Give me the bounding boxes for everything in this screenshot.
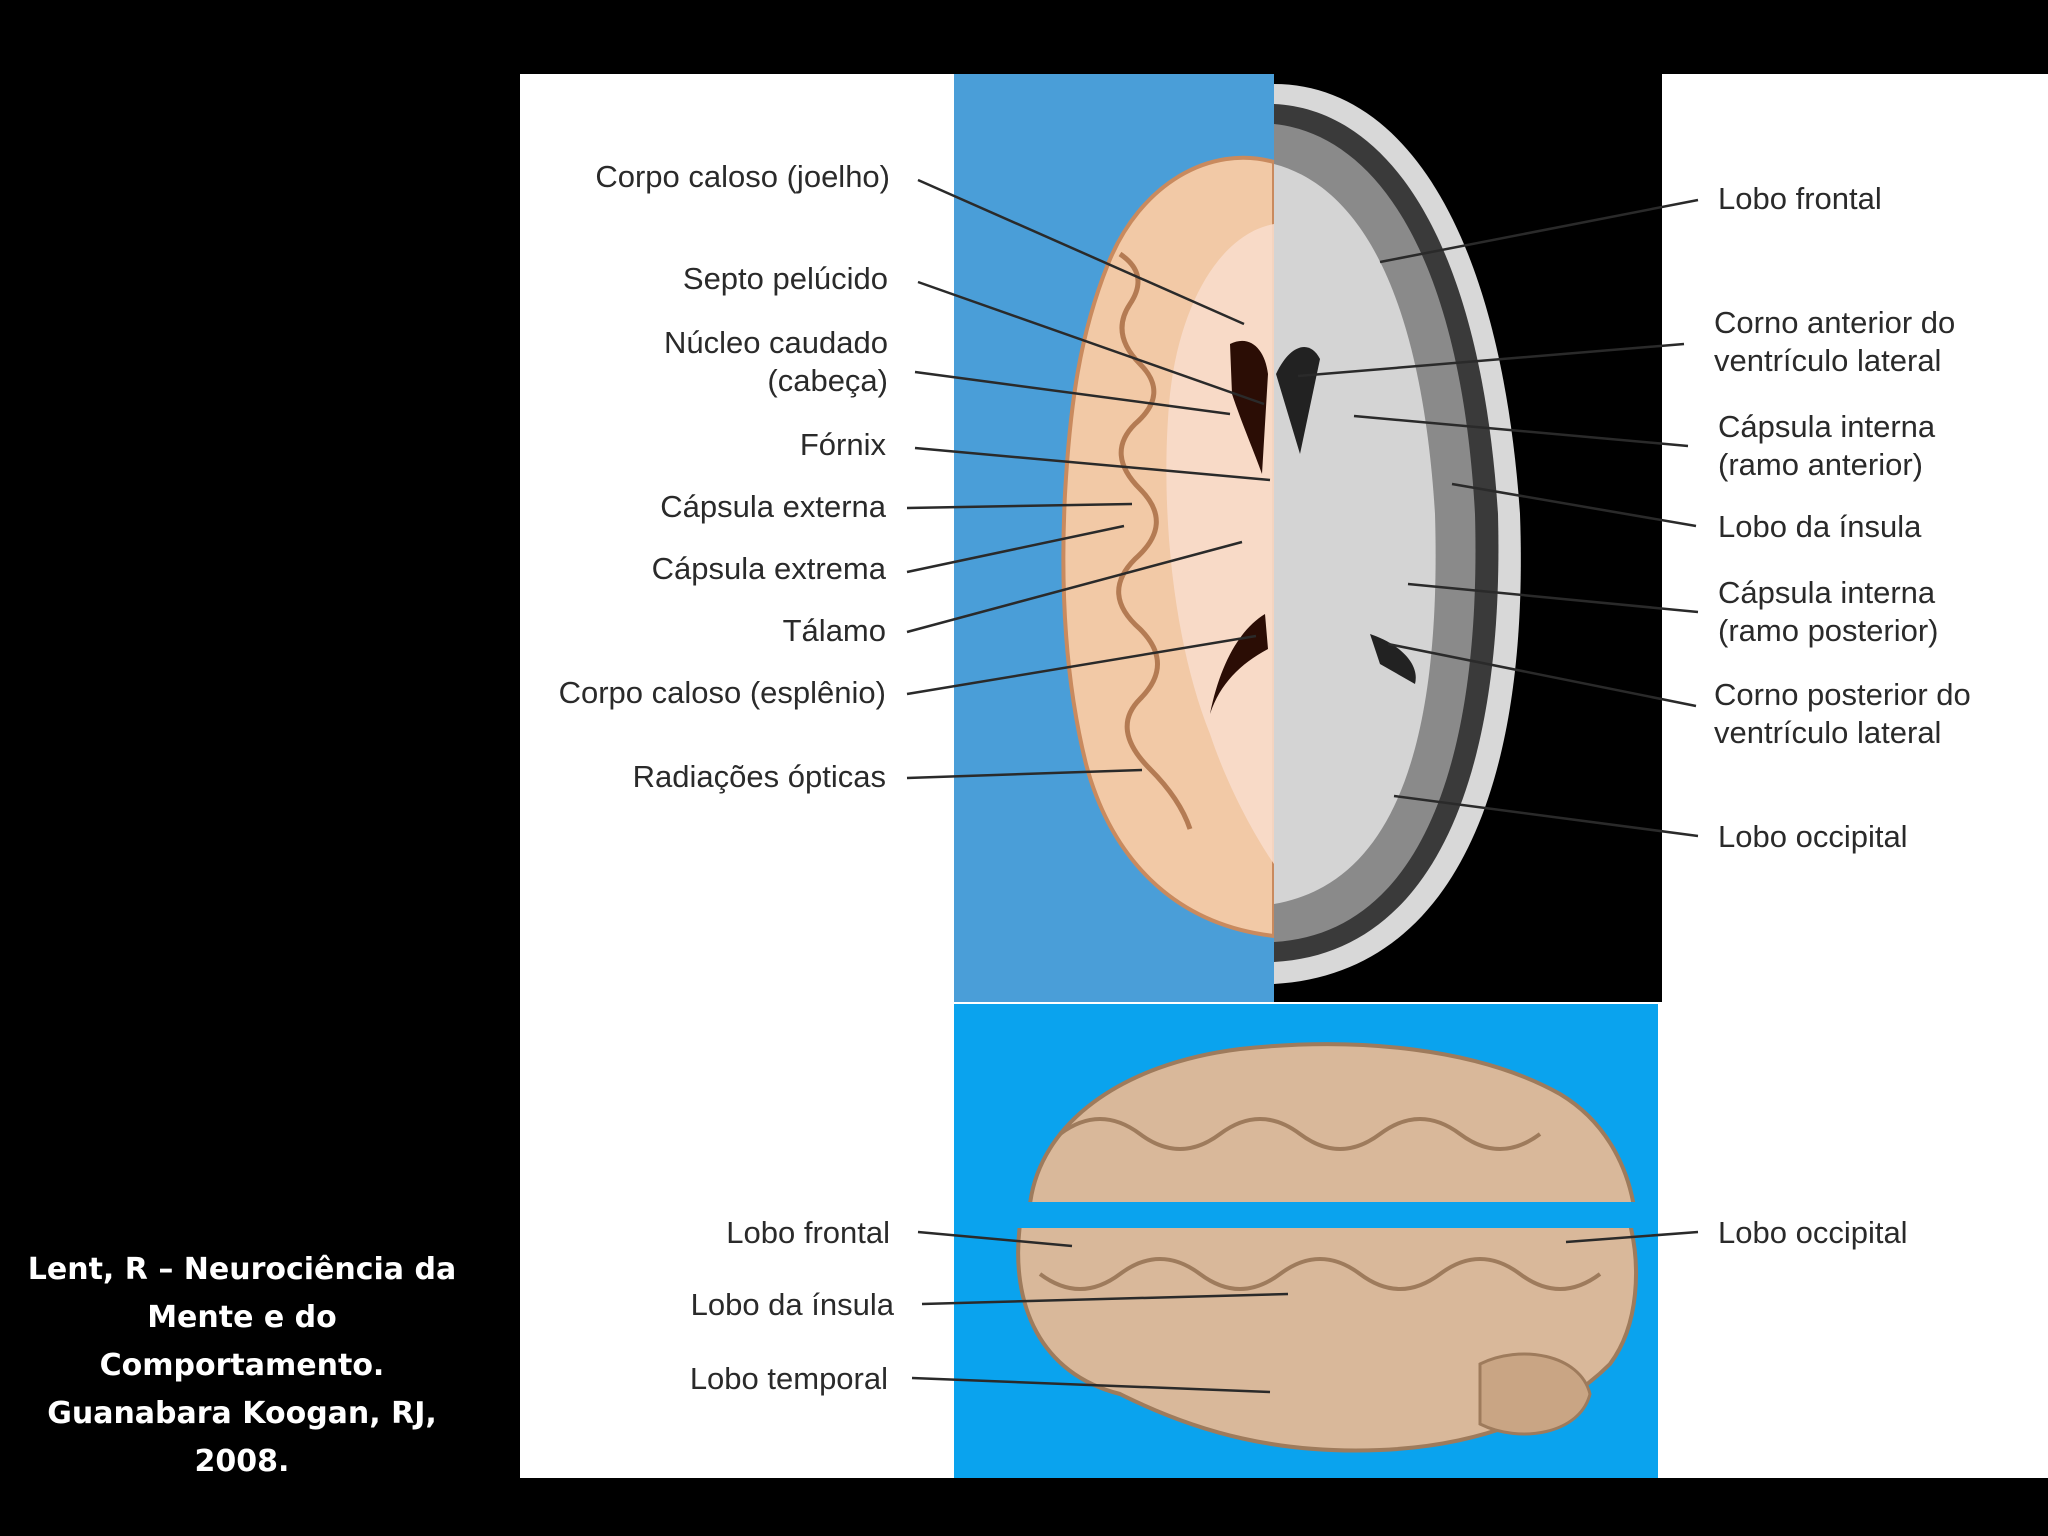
label-corno-posterior: Corno posterior do ventrículo lateral: [1714, 677, 1971, 750]
citation-line: Comportamento.: [99, 1348, 385, 1383]
slice-cortex-folds: [1116, 251, 1193, 830]
label-corpo-caloso-esplenio: Corpo caloso (esplênio): [558, 675, 886, 710]
label-lobo-frontal: Lobo frontal: [1718, 181, 1882, 216]
citation-line: 2008.: [194, 1444, 290, 1479]
anatomy-figure: Corpo caloso (joelho) Septo pelúcido Núc…: [520, 74, 2048, 1478]
mri-ventricle-posterior: [1370, 634, 1416, 684]
lateral-ventricle-anterior: [1230, 340, 1268, 474]
lateral-ventricle-posterior: [1210, 614, 1268, 714]
leader-lines: [906, 178, 1699, 1394]
citation-line: Guanabara Koogan, RJ,: [47, 1396, 437, 1431]
citation-line: Mente e do: [147, 1300, 337, 1335]
label-radiacoes-opticas: Radiações ópticas: [632, 759, 886, 794]
label-nucleo-caudado: Núcleo caudado (cabeça): [663, 325, 888, 398]
label-lobo-occipital: Lobo occipital: [1718, 819, 1908, 854]
label-lateral-lobo-occipital: Lobo occipital: [1718, 1215, 1908, 1250]
lateral-cerebellum: [1478, 1352, 1592, 1436]
lateral-gyri: [1038, 1117, 1602, 1291]
label-lateral-lobo-insula: Lobo da ínsula: [690, 1287, 894, 1322]
label-capsula-interna-posterior: Cápsula interna (ramo posterior): [1718, 575, 1939, 648]
mri-slice: [1274, 84, 1521, 984]
lateral-brain-lower-group: [1016, 1228, 1638, 1453]
label-septo-pelucido: Septo pelúcido: [682, 261, 888, 296]
label-lateral-lobo-temporal: Lobo temporal: [689, 1361, 888, 1396]
label-capsula-externa: Cápsula externa: [660, 489, 886, 524]
label-corno-anterior: Corno anterior do ventrículo lateral: [1714, 305, 1956, 378]
mri-white-matter: [1274, 164, 1436, 904]
anatomy-illustration: [906, 74, 1699, 1478]
label-lateral-lobo-frontal: Lobo frontal: [726, 1215, 890, 1250]
lateral-brain-upper: [1028, 1042, 1636, 1202]
citation-line: Lent, R – Neurociência da: [27, 1252, 457, 1287]
label-fornix: Fórnix: [799, 427, 886, 462]
citation: Lent, R – Neurociência da Mente e do Com…: [0, 1246, 484, 1486]
label-corpo-caloso-joelho: Corpo caloso (joelho): [595, 159, 890, 194]
mri-ventricle-anterior: [1276, 347, 1320, 454]
label-capsula-interna-anterior: Cápsula interna (ramo anterior): [1718, 409, 1936, 482]
label-talamo: Tálamo: [782, 613, 886, 648]
label-lobo-insula: Lobo da ínsula: [1718, 509, 1922, 544]
label-capsula-extrema: Cápsula extrema: [651, 551, 886, 586]
lateral-brain: [1028, 1042, 1636, 1202]
